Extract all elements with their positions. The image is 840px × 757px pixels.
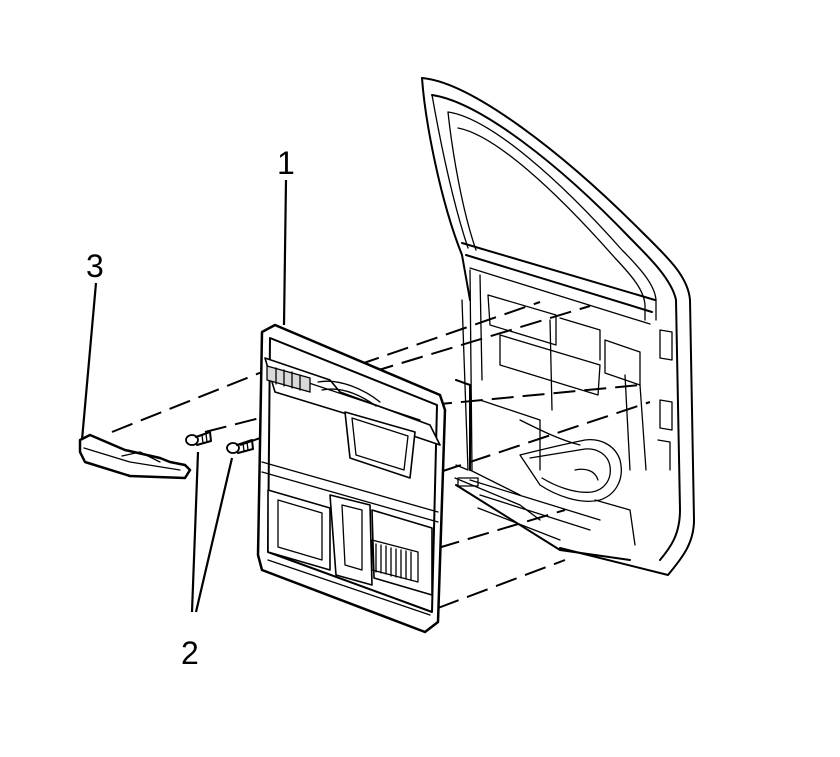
- screws: [185, 431, 254, 454]
- screw-upper: [185, 431, 212, 446]
- door-trim-panel: [256, 323, 447, 634]
- callout-2: 2: [181, 635, 199, 671]
- window-switch-bezel: [266, 365, 311, 393]
- door-frame: [421, 77, 695, 576]
- screw-lower: [226, 439, 254, 454]
- speaker-grille: [371, 539, 419, 583]
- filler-panel: [78, 433, 192, 480]
- callout-1: 1: [277, 145, 295, 181]
- callout-3: 3: [86, 248, 104, 284]
- alignment-lines: [111, 301, 651, 609]
- leader-lines: [80, 179, 288, 613]
